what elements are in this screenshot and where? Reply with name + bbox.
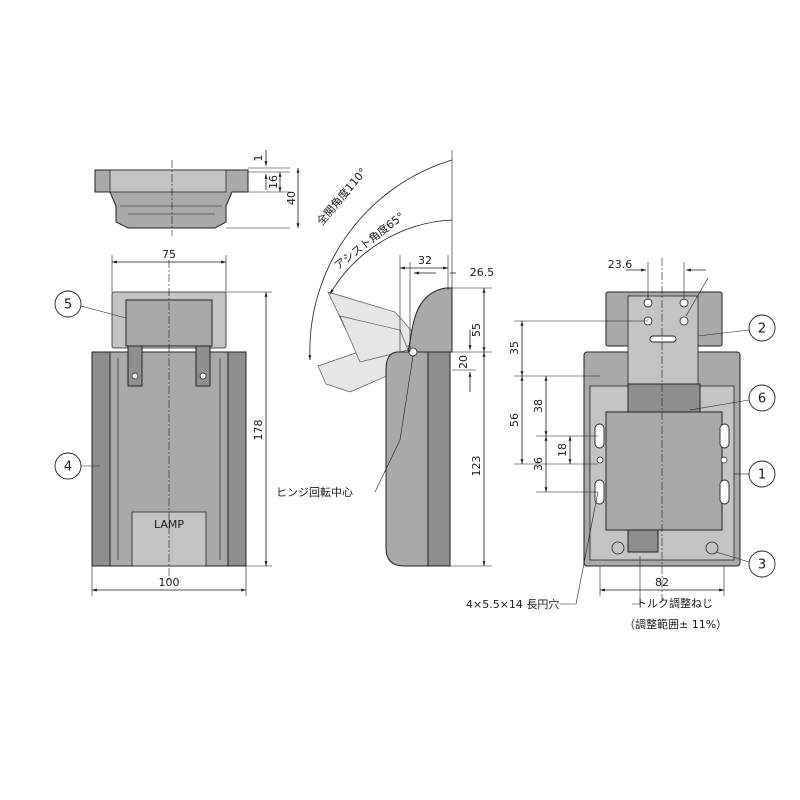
side-hole — [596, 456, 604, 464]
hinge-center-leader — [374, 355, 414, 493]
dim-35: 35 — [508, 341, 521, 355]
top-view: 1 16 40 — [94, 150, 300, 236]
front-view-right-rail — [227, 351, 247, 567]
back-view-center-block — [605, 411, 723, 531]
callouts: 5 4 2 6 1 3 — [54, 290, 776, 578]
svg-text:2: 2 — [758, 322, 766, 337]
dim-23-6: 23.6 — [608, 258, 633, 271]
torque-screw-head — [705, 541, 719, 555]
back-view-inner-frame — [627, 383, 701, 417]
svg-text:5: 5 — [64, 298, 72, 313]
torque-range-label: （調整範囲± 11%） — [624, 617, 727, 631]
slot-leader — [560, 491, 599, 605]
dim-32: 32 — [418, 254, 432, 267]
dim-82: 82 — [655, 576, 669, 589]
dim-20: 20 — [457, 355, 470, 369]
hinge-center-label: ヒンジ回転中心 — [276, 486, 353, 499]
hinge-leg-left — [127, 345, 143, 387]
holes-leader — [685, 277, 709, 317]
torque-leader — [632, 556, 641, 605]
slot-right-bottom — [719, 479, 730, 505]
callout-6: 6 — [689, 384, 776, 412]
dim-38: 38 — [532, 399, 545, 413]
dim-18: 18 — [556, 443, 569, 457]
dim-56: 56 — [508, 413, 521, 427]
dim-40: 40 — [285, 191, 298, 205]
front-view-left-rail — [91, 351, 111, 567]
callout-3: 3 — [715, 550, 776, 578]
callout-2: 2 — [697, 314, 776, 342]
top-view-cap — [109, 169, 227, 193]
dim-gap: 1 — [252, 155, 265, 162]
slot-right-top — [719, 423, 730, 449]
front-view: LAMP 75 100 178 — [91, 248, 272, 596]
dim-100: 100 — [159, 576, 180, 589]
side-view: 全開角度110° アシスト角度65° 32 26.5 55 20 123 ヒンジ… — [276, 150, 495, 567]
side-view-back — [427, 351, 451, 567]
dim-26-5: 26.5 — [470, 266, 495, 279]
dim-36: 36 — [532, 457, 545, 471]
mount-hole — [679, 316, 689, 326]
svg-text:6: 6 — [758, 392, 766, 407]
hinge-leg-right — [195, 345, 211, 387]
angle-arc-65 — [329, 219, 453, 295]
slot-label: 4×5.5×14 長円穴 — [466, 597, 559, 611]
angle-arc-110 — [308, 159, 453, 361]
dim-178: 178 — [252, 420, 265, 441]
callout-4: 4 — [54, 452, 100, 480]
mount-hole — [643, 298, 653, 308]
dim-123: 123 — [470, 456, 483, 477]
dim-55: 55 — [470, 323, 483, 337]
dim-75: 75 — [162, 248, 176, 261]
hinge-pin — [199, 372, 207, 380]
callout-1: 1 — [734, 460, 776, 488]
hinge-pin — [131, 372, 139, 380]
torque-screw-head — [611, 541, 625, 555]
lamp-brand-text: LAMP — [154, 518, 184, 531]
torque-screw — [627, 529, 659, 553]
svg-text:4: 4 — [64, 460, 72, 475]
dim-16: 16 — [267, 175, 280, 189]
side-hole — [720, 456, 728, 464]
back-view-center-slot — [649, 335, 677, 343]
side-view-lid — [407, 287, 453, 353]
torque-label: トルク調整ねじ — [636, 596, 713, 610]
svg-text:1: 1 — [758, 468, 766, 483]
mount-hole — [679, 298, 689, 308]
callout-5: 5 — [54, 290, 127, 319]
angle-full-open-label: 全開角度110° — [314, 165, 370, 228]
back-view: 23.6 35 56 38 18 36 82 4×5.5×14 長円穴 トルク調… — [466, 258, 741, 631]
svg-text:3: 3 — [758, 558, 766, 573]
angle-assist-label: アシスト角度65° — [331, 209, 407, 272]
